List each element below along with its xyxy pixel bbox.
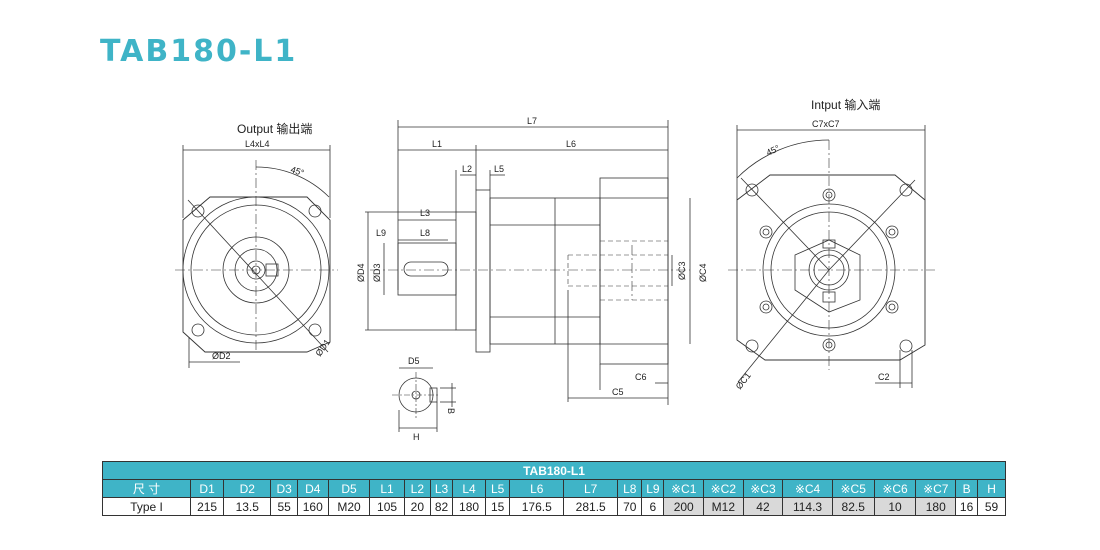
table-cell: 13.5 — [223, 497, 272, 516]
table-cell: 59 — [977, 497, 1006, 516]
table-cell: 70 — [617, 497, 643, 516]
angle-label-input: 45° — [765, 143, 782, 158]
table-cell: 180 — [915, 497, 957, 516]
table-cell: 20 — [403, 497, 432, 516]
spec-table: TAB180-L1 尺 寸 D1 D2 D3 D4 D5 L1 L2 L3 L4… — [101, 461, 1006, 516]
table-header: L1 — [369, 479, 405, 498]
d4-label: ØD4 — [356, 263, 366, 282]
c4-label: ØC4 — [698, 263, 708, 282]
table-cell: 15 — [485, 497, 511, 516]
table-cell: 16 — [955, 497, 979, 516]
table-header: L9 — [641, 479, 665, 498]
c7xc7-label: C7xC7 — [812, 119, 840, 129]
angle-label-output: 45° — [289, 164, 305, 178]
table-cell: 176.5 — [509, 497, 565, 516]
table-cell: M12 — [703, 497, 744, 516]
table-cell: 215 — [190, 497, 225, 516]
l9-label: L9 — [376, 228, 386, 238]
table-header: ※C3 — [742, 479, 784, 498]
table-header: ※C7 — [915, 479, 957, 498]
c2-label: C2 — [878, 372, 890, 382]
c1-label: ØC1 — [734, 370, 753, 391]
table-header: L6 — [509, 479, 565, 498]
table-row: Type I 215 13.5 55 160 M20 105 20 82 180… — [101, 497, 1006, 516]
table-header: ※C5 — [831, 479, 875, 498]
table-header: B — [955, 479, 979, 498]
d5-label: D5 — [408, 356, 420, 366]
table-cell: Type I — [101, 497, 192, 516]
d3-label: ØD3 — [372, 263, 382, 282]
table-header: D4 — [296, 479, 329, 498]
d1-label: ØD1 — [313, 337, 332, 358]
input-end-view — [728, 125, 935, 388]
table-cell: 82 — [430, 497, 454, 516]
h-label: H — [413, 432, 420, 442]
table-header: H — [977, 479, 1006, 498]
table-header: L7 — [563, 479, 619, 498]
table-header: ※C6 — [873, 479, 917, 498]
side-view — [365, 120, 691, 405]
l5-label: L5 — [494, 164, 504, 174]
table-cell: 82.5 — [831, 497, 875, 516]
table-cell: 55 — [270, 497, 298, 516]
l8-label: L8 — [420, 228, 430, 238]
table-header: ※C1 — [663, 479, 705, 498]
table-header: L8 — [617, 479, 643, 498]
page-title: TAB180-L1 — [100, 34, 298, 69]
table-header: ※C2 — [703, 479, 744, 498]
output-end-view — [175, 145, 338, 368]
table-header: ※C4 — [782, 479, 833, 498]
table-cell: 105 — [369, 497, 405, 516]
l1-label: L1 — [432, 139, 442, 149]
table-header: D1 — [190, 479, 225, 498]
table-cell: 160 — [296, 497, 329, 516]
b-label: B — [446, 408, 456, 414]
table-header: D5 — [327, 479, 371, 498]
technical-drawing: L4xL4 45° ØD2 ØD1 — [175, 116, 935, 442]
input-label: Intput 输入端 — [811, 98, 881, 112]
l4xl4-label: L4xL4 — [245, 139, 270, 149]
table-cell: 200 — [663, 497, 705, 516]
d2-label: ØD2 — [212, 351, 231, 361]
table-header: L3 — [430, 479, 454, 498]
output-label: Output 输出端 — [237, 122, 313, 136]
shaft-section-view — [392, 367, 456, 432]
table-header-row: 尺 寸 D1 D2 D3 D4 D5 L1 L2 L3 L4 L5 L6 L7 … — [101, 479, 1006, 498]
table-cell: 6 — [641, 497, 665, 516]
table-cell: M20 — [327, 497, 371, 516]
c5-label: C5 — [612, 387, 624, 397]
l3-label: L3 — [420, 208, 430, 218]
l2-label: L2 — [462, 164, 472, 174]
c6-label: C6 — [635, 372, 647, 382]
table-header: L5 — [485, 479, 511, 498]
table-cell: 42 — [742, 497, 784, 516]
table-header: D3 — [270, 479, 298, 498]
table-cell: 281.5 — [563, 497, 619, 516]
table-cell: 10 — [873, 497, 917, 516]
table-header: 尺 寸 — [101, 479, 192, 498]
table-header: L4 — [452, 479, 487, 498]
c3-label: ØC3 — [677, 261, 687, 280]
l6-label: L6 — [566, 139, 576, 149]
table-caption: TAB180-L1 — [102, 461, 1006, 480]
table-header: L2 — [403, 479, 432, 498]
l7-label: L7 — [527, 116, 537, 126]
table-header: D2 — [223, 479, 272, 498]
table-cell: 114.3 — [782, 497, 833, 516]
table-cell: 180 — [452, 497, 487, 516]
